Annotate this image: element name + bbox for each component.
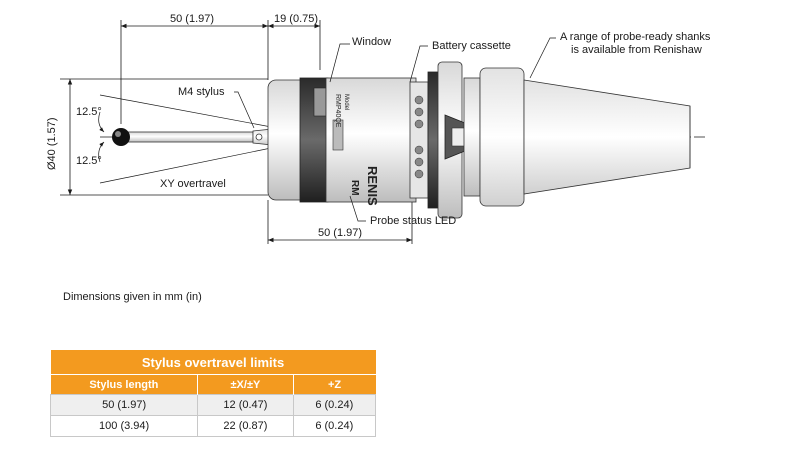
callout-m4-stylus: M4 stylus [178, 86, 225, 98]
table-header-xy: ±X/±Y [197, 374, 294, 395]
table-cell: 6 (0.24) [292, 394, 377, 416]
stylus-overtravel-table: Stylus overtravel limits Stylus length ±… [49, 350, 377, 437]
angle-top: 12.5° [76, 106, 102, 118]
dimensions-note: Dimensions given in mm (in) [63, 291, 202, 303]
dimension-top-right: 19 (0.75) [274, 13, 319, 25]
table-row: 100 (3.94) 22 (0.87) 6 (0.24) [49, 415, 377, 437]
model-label: Model [343, 94, 349, 110]
brand-text-second: RM [349, 180, 360, 196]
dimension-diameter: Ø40 (1.57) [46, 117, 58, 170]
dimension-bottom: 50 (1.97) [318, 227, 363, 239]
callout-shanks-line2: is available from Renishaw [571, 44, 702, 56]
brand-text: RENIS [365, 166, 380, 206]
table-cell: 50 (1.97) [49, 394, 199, 416]
table-cell: 22 (0.87) [197, 415, 294, 437]
table-header-z: +Z [293, 374, 376, 395]
table-cell: 100 (3.94) [49, 415, 199, 437]
model-code: RMP40QE [334, 94, 341, 128]
table-title: Stylus overtravel limits [50, 350, 376, 375]
table-header-stylus-length: Stylus length [50, 374, 199, 395]
table-row: 50 (1.97) 12 (0.47) 6 (0.24) [49, 394, 377, 416]
callout-shanks-line1: A range of probe-ready shanks [560, 31, 711, 43]
table-cell: 6 (0.24) [292, 415, 377, 437]
callout-window: Window [352, 36, 392, 48]
callout-battery-cassette: Battery cassette [432, 40, 511, 52]
callout-xy-overtravel: XY overtravel [160, 178, 226, 190]
table-cell: 12 (0.47) [197, 394, 294, 416]
angle-bottom: 12.5° [76, 155, 102, 167]
dimension-top-left: 50 (1.97) [170, 13, 215, 25]
callout-probe-status-led: Probe status LED [370, 215, 457, 227]
probe-drawing: RENIS RM Model RMP40QE [60, 20, 705, 244]
